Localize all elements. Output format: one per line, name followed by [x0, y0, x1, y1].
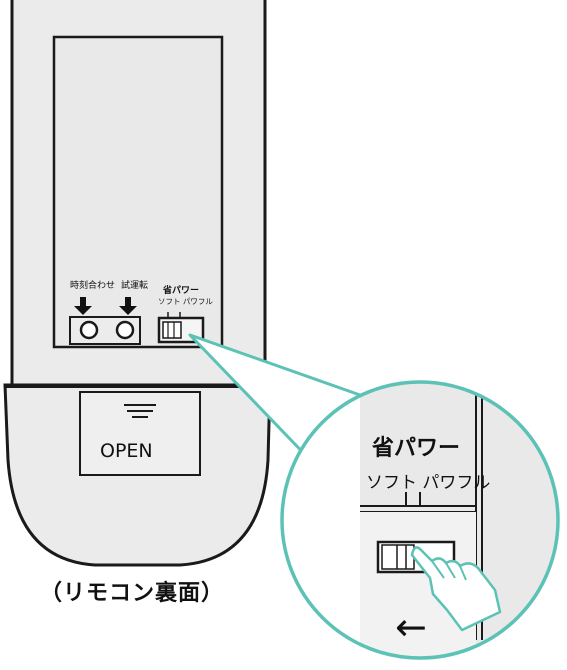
- down-arrow-icon: [119, 297, 137, 315]
- option-soft-large: ソフト: [366, 473, 417, 493]
- option-powerful-small: パワフル: [182, 297, 213, 306]
- switch-knob-small: [162, 321, 182, 339]
- left-arrow-icon: ←: [395, 605, 427, 649]
- switch-title-large: 省パワー: [372, 436, 461, 461]
- eject-icon: [124, 404, 156, 418]
- switch-title-small: 省パワー: [163, 286, 200, 296]
- open-label: OPEN: [100, 440, 153, 462]
- rear-panel: [52, 35, 224, 349]
- clock-set-button[interactable]: [79, 320, 99, 340]
- switch-options-small: ソフト パワフル: [158, 296, 213, 307]
- caption: （リモコン裏面）: [40, 581, 225, 606]
- button-labels: 時刻合わせ試運転: [70, 278, 154, 291]
- option-soft-small: ソフト: [158, 297, 181, 306]
- clock-set-label: 時刻合わせ: [70, 281, 116, 291]
- option-powerful-large: パワフル: [422, 473, 491, 493]
- switch-options-large: ソフト パワフル: [366, 468, 490, 493]
- test-run-label: 試運転: [121, 281, 149, 291]
- pointing-hand-icon: [410, 546, 502, 632]
- down-arrow-icon: [74, 297, 92, 315]
- test-run-button[interactable]: [115, 320, 135, 340]
